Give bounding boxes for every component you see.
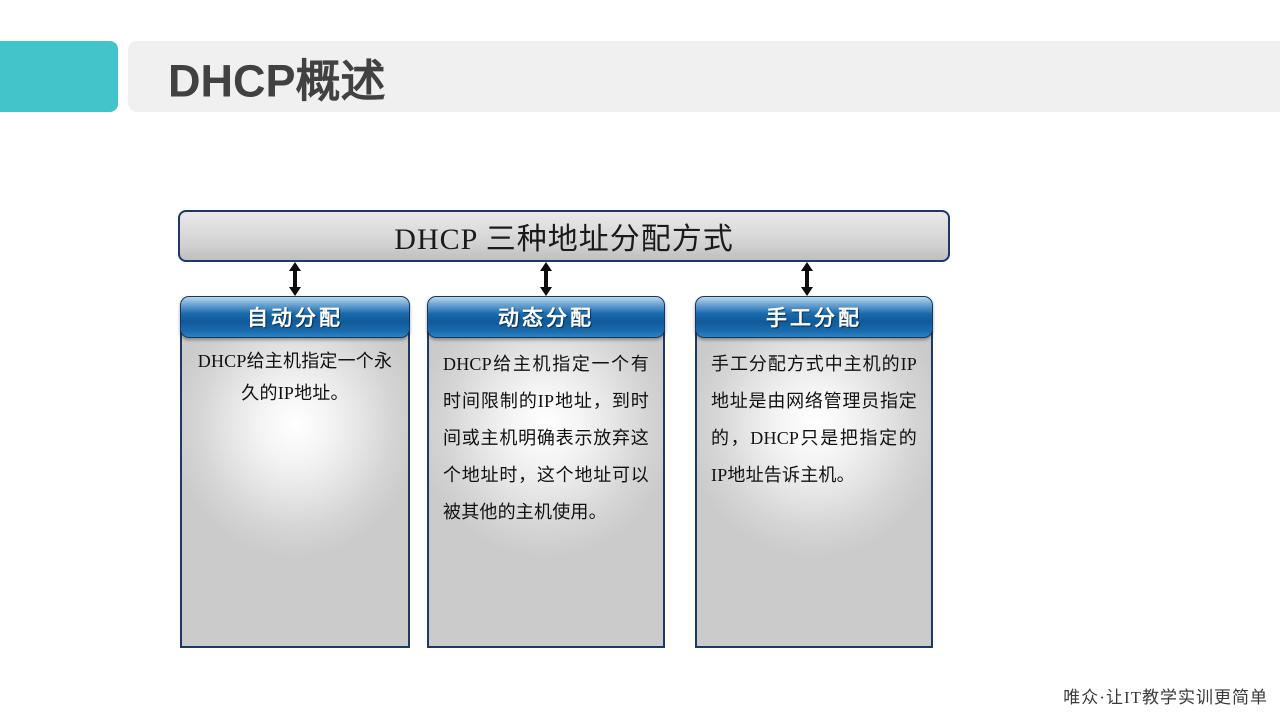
diagram-top-box: DHCP 三种地址分配方式 [178,210,950,262]
column-body-dynamic-allocation: DHCP给主机指定一个有时间限制的IP地址，到时间或主机明确表示放弃这个地址时，… [427,330,665,648]
column-header-label: 动态分配 [498,306,594,330]
column-header-dynamic-allocation: 动态分配 [427,296,665,338]
column-body-text: DHCP给主机指定一个永久的IP地址。 [197,351,393,403]
header-panel: DHCP概述 [128,41,1280,112]
diagram-column-3: 手工分配 手工分配方式中主机的IP地址是由网络管理员指定的，DHCP只是把指定的… [695,296,933,648]
diagram-column-2: 动态分配 DHCP给主机指定一个有时间限制的IP地址，到时间或主机明确表示放弃这… [427,296,665,648]
column-header-manual-allocation: 手工分配 [695,296,933,338]
column-body-text: DHCP给主机指定一个有时间限制的IP地址，到时间或主机明确表示放弃这个地址时，… [443,354,649,522]
double-arrow-icon [801,262,813,296]
double-arrow-icon [540,262,552,296]
connector-arrow-1 [288,262,302,296]
page-title: DHCP概述 [168,55,386,106]
footer-branding: 唯众·让IT教学实训更简单 [1063,688,1268,707]
connector-arrow-2 [539,262,553,296]
column-header-label: 手工分配 [766,306,862,330]
column-header-auto-allocation: 自动分配 [180,296,410,338]
column-body-auto-allocation: DHCP给主机指定一个永久的IP地址。 [180,330,410,648]
connector-arrow-3 [800,262,814,296]
column-body-text: 手工分配方式中主机的IP地址是由网络管理员指定的，DHCP只是把指定的IP地址告… [711,354,917,485]
column-header-label: 自动分配 [247,306,343,330]
diagram-column-1: 自动分配 DHCP给主机指定一个永久的IP地址。 [180,296,410,648]
slide-header: DHCP概述 [0,41,1280,112]
diagram-top-box-label: DHCP 三种地址分配方式 [394,223,734,256]
column-body-manual-allocation: 手工分配方式中主机的IP地址是由网络管理员指定的，DHCP只是把指定的IP地址告… [695,330,933,648]
header-accent-block [0,41,118,112]
double-arrow-icon [289,262,301,296]
